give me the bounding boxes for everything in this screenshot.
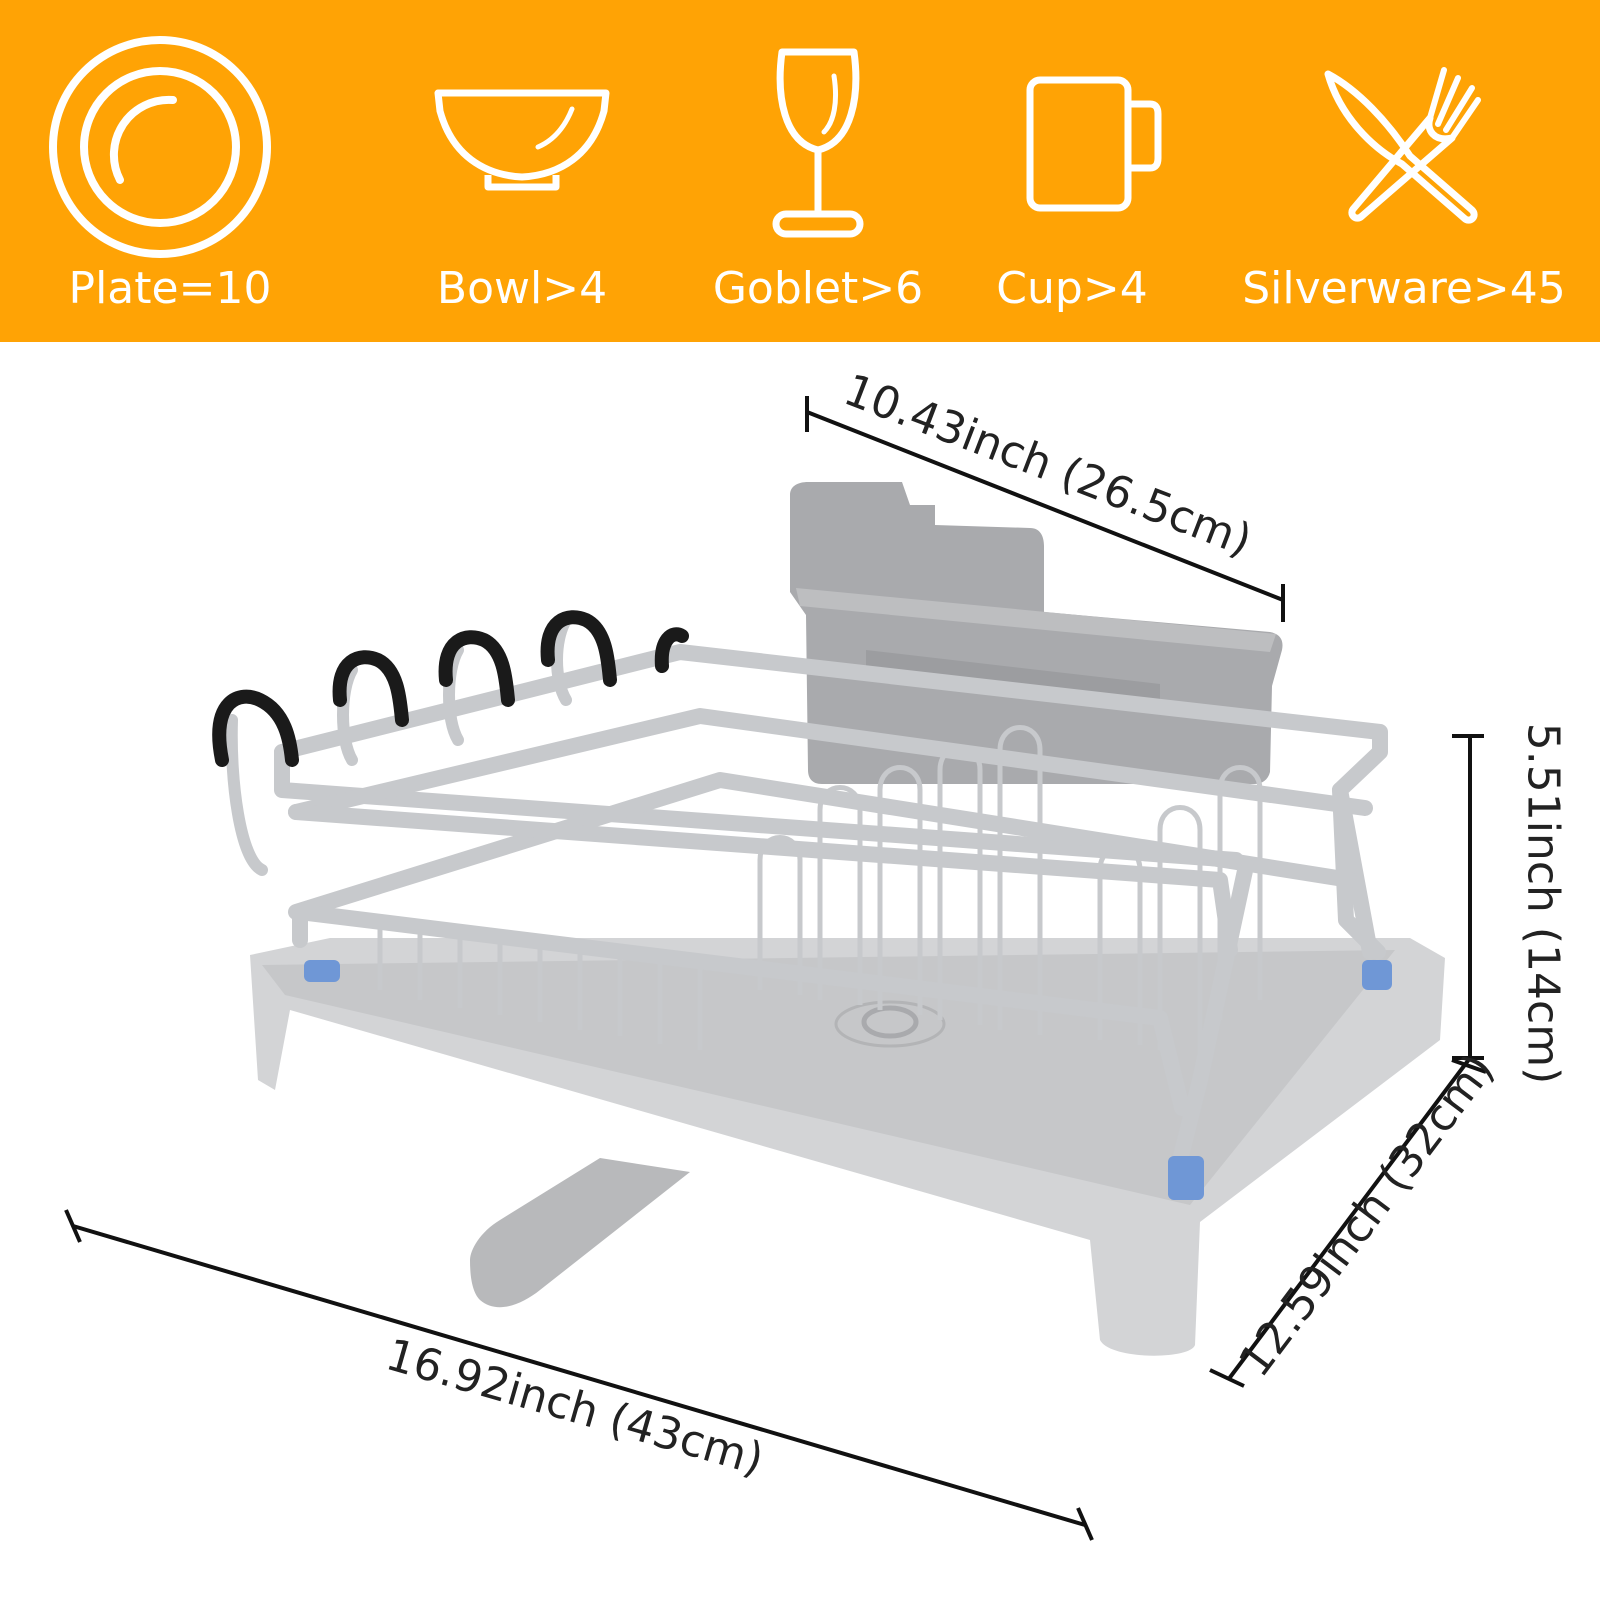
- bowl-capacity-label: Bowl>4: [436, 263, 608, 314]
- height-dimension-label: 5.51inch (14cm): [1517, 722, 1569, 1085]
- silverware-icon: [1318, 60, 1488, 230]
- plate-icon: [43, 30, 277, 264]
- goblet-icon: [768, 46, 868, 242]
- cup-capacity-label: Cup>4: [996, 263, 1148, 314]
- bowl-icon: [432, 85, 612, 195]
- drain-spout: [470, 1158, 690, 1308]
- silverware-capacity-label: Silverware>45: [1242, 263, 1566, 314]
- dish-rack-image: [0, 342, 1600, 1600]
- plate-capacity-label: Plate=10: [68, 263, 272, 314]
- cup-icon: [1024, 74, 1164, 214]
- goblet-capacity-label: Goblet>6: [712, 263, 924, 314]
